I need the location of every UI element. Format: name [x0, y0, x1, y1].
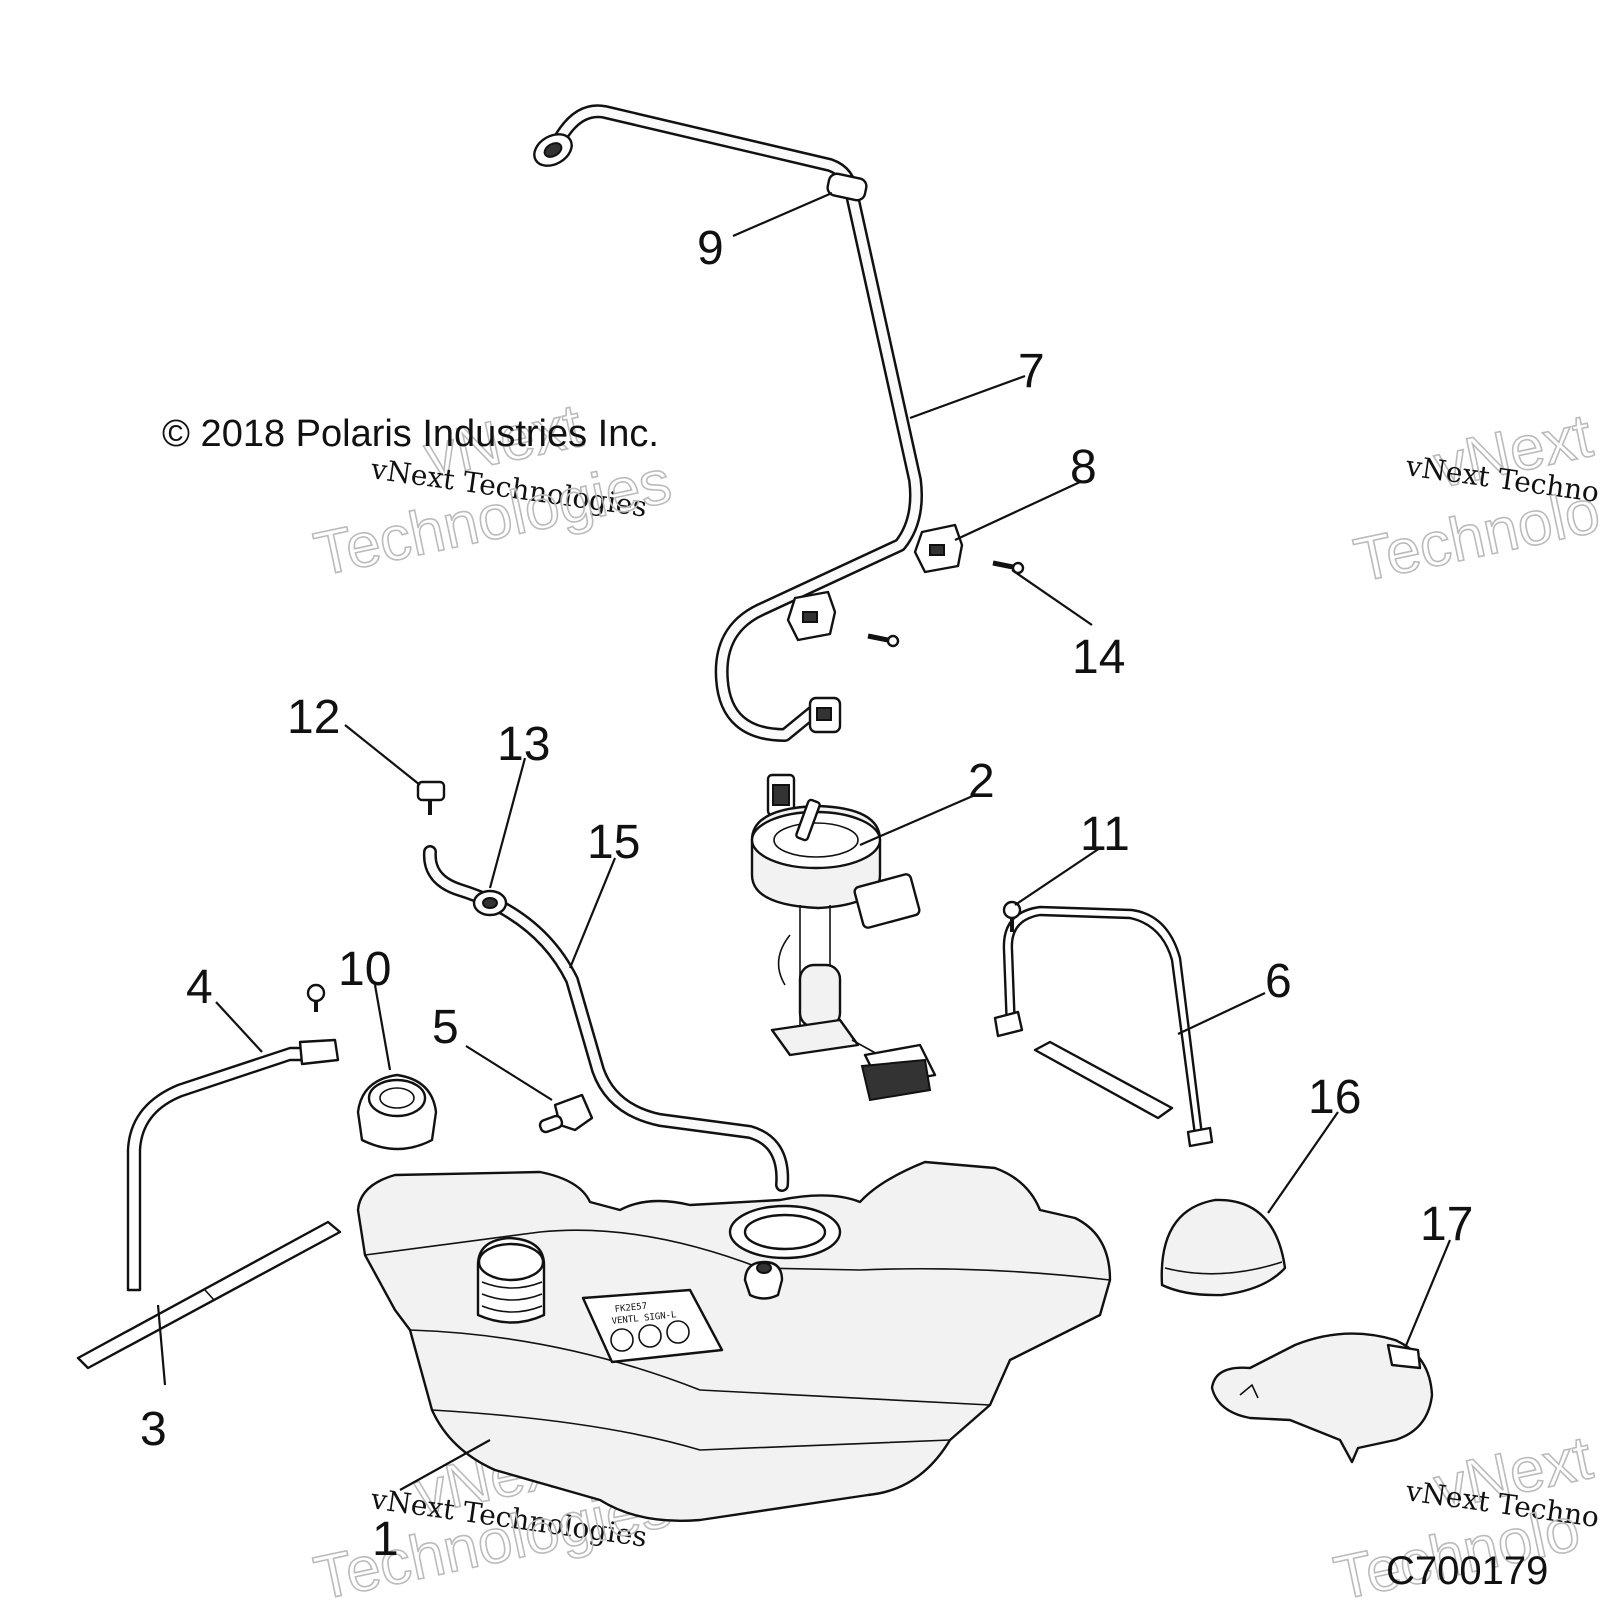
leader-5 [465, 1045, 553, 1101]
leader-lines [156, 191, 1452, 1491]
callout-14: 14 [1072, 631, 1125, 684]
leader-1 [399, 1439, 491, 1491]
screw-upper [992, 560, 1025, 575]
hose-clip [472, 889, 508, 917]
callout-6: 6 [1265, 955, 1292, 1008]
leader-17 [1403, 1239, 1452, 1349]
fuel-line [533, 104, 923, 742]
strap-screw-right [1002, 900, 1022, 932]
fuel-cap [356, 1073, 438, 1151]
strap-pad-left [76, 1220, 342, 1370]
callout-10: 10 [338, 943, 391, 996]
line-end-connector [808, 696, 842, 734]
fuel-pump-assembly [750, 773, 937, 1102]
line-clip-lower [786, 590, 837, 642]
callout-8: 8 [1070, 441, 1097, 494]
vent-hose [422, 845, 790, 1192]
callout-12: 12 [287, 691, 340, 744]
line-clip-upper [913, 523, 964, 574]
leader-2 [859, 793, 976, 847]
tank-label-line1: FK2E57 [614, 1302, 647, 1315]
leader-14 [1011, 569, 1093, 626]
callout-13: 13 [497, 718, 550, 771]
copyright-notice: © 2018 Polaris Industries Inc. [162, 413, 659, 455]
leader-4 [215, 1001, 263, 1053]
tank-strap-left [126, 1038, 340, 1292]
leader-15 [568, 857, 617, 969]
vent-valve [538, 1093, 594, 1134]
callout-7: 7 [1018, 345, 1045, 398]
leader-12 [344, 724, 421, 786]
strap-pad-right [1033, 1040, 1174, 1120]
callout-17: 17 [1420, 1198, 1473, 1251]
screw-lower [867, 633, 900, 648]
leader-16 [1267, 1111, 1339, 1214]
leader-11 [1014, 847, 1101, 906]
leader-6 [1177, 992, 1266, 1035]
callout-9: 9 [697, 222, 724, 275]
callout-3: 3 [140, 1403, 167, 1456]
callout-11: 11 [1080, 808, 1130, 861]
figure-id: C700179 [1386, 1549, 1548, 1593]
filler-hose-bracket [1210, 1332, 1434, 1464]
leader-9 [732, 191, 833, 238]
leader-3 [156, 1304, 167, 1386]
callout-4: 4 [186, 961, 213, 1014]
watermark-top-right: vNext vNext Techno Technolo [1348, 400, 1600, 596]
leader-10 [373, 984, 392, 1071]
filler-neck [476, 1236, 546, 1324]
tank-strap-right [993, 905, 1214, 1148]
callout-2: 2 [968, 755, 995, 808]
callout-5: 5 [432, 1001, 459, 1054]
foam-dome [1160, 1198, 1287, 1297]
callout-16: 16 [1308, 1071, 1361, 1124]
callout-1: 1 [372, 1513, 399, 1566]
strap-screw-left [306, 983, 326, 1012]
tank-label: FK2E57 VENTL SIGN-L [581, 1288, 724, 1364]
clamp-bolt [416, 780, 446, 815]
leader-7 [909, 374, 1026, 420]
vent-nipple [743, 1260, 784, 1300]
leader-8 [954, 481, 1081, 541]
callout-numbers: 1 2 3 4 5 6 7 8 9 10 11 12 13 14 15 16 1… [140, 222, 1473, 1566]
leader-13 [488, 757, 527, 889]
fuel-tank: FK2E57 VENTL SIGN-L [356, 1160, 1112, 1523]
quick-connector [533, 133, 573, 167]
callout-15: 15 [587, 816, 640, 869]
tube-clamp [826, 172, 868, 202]
pump-opening [728, 1204, 842, 1260]
